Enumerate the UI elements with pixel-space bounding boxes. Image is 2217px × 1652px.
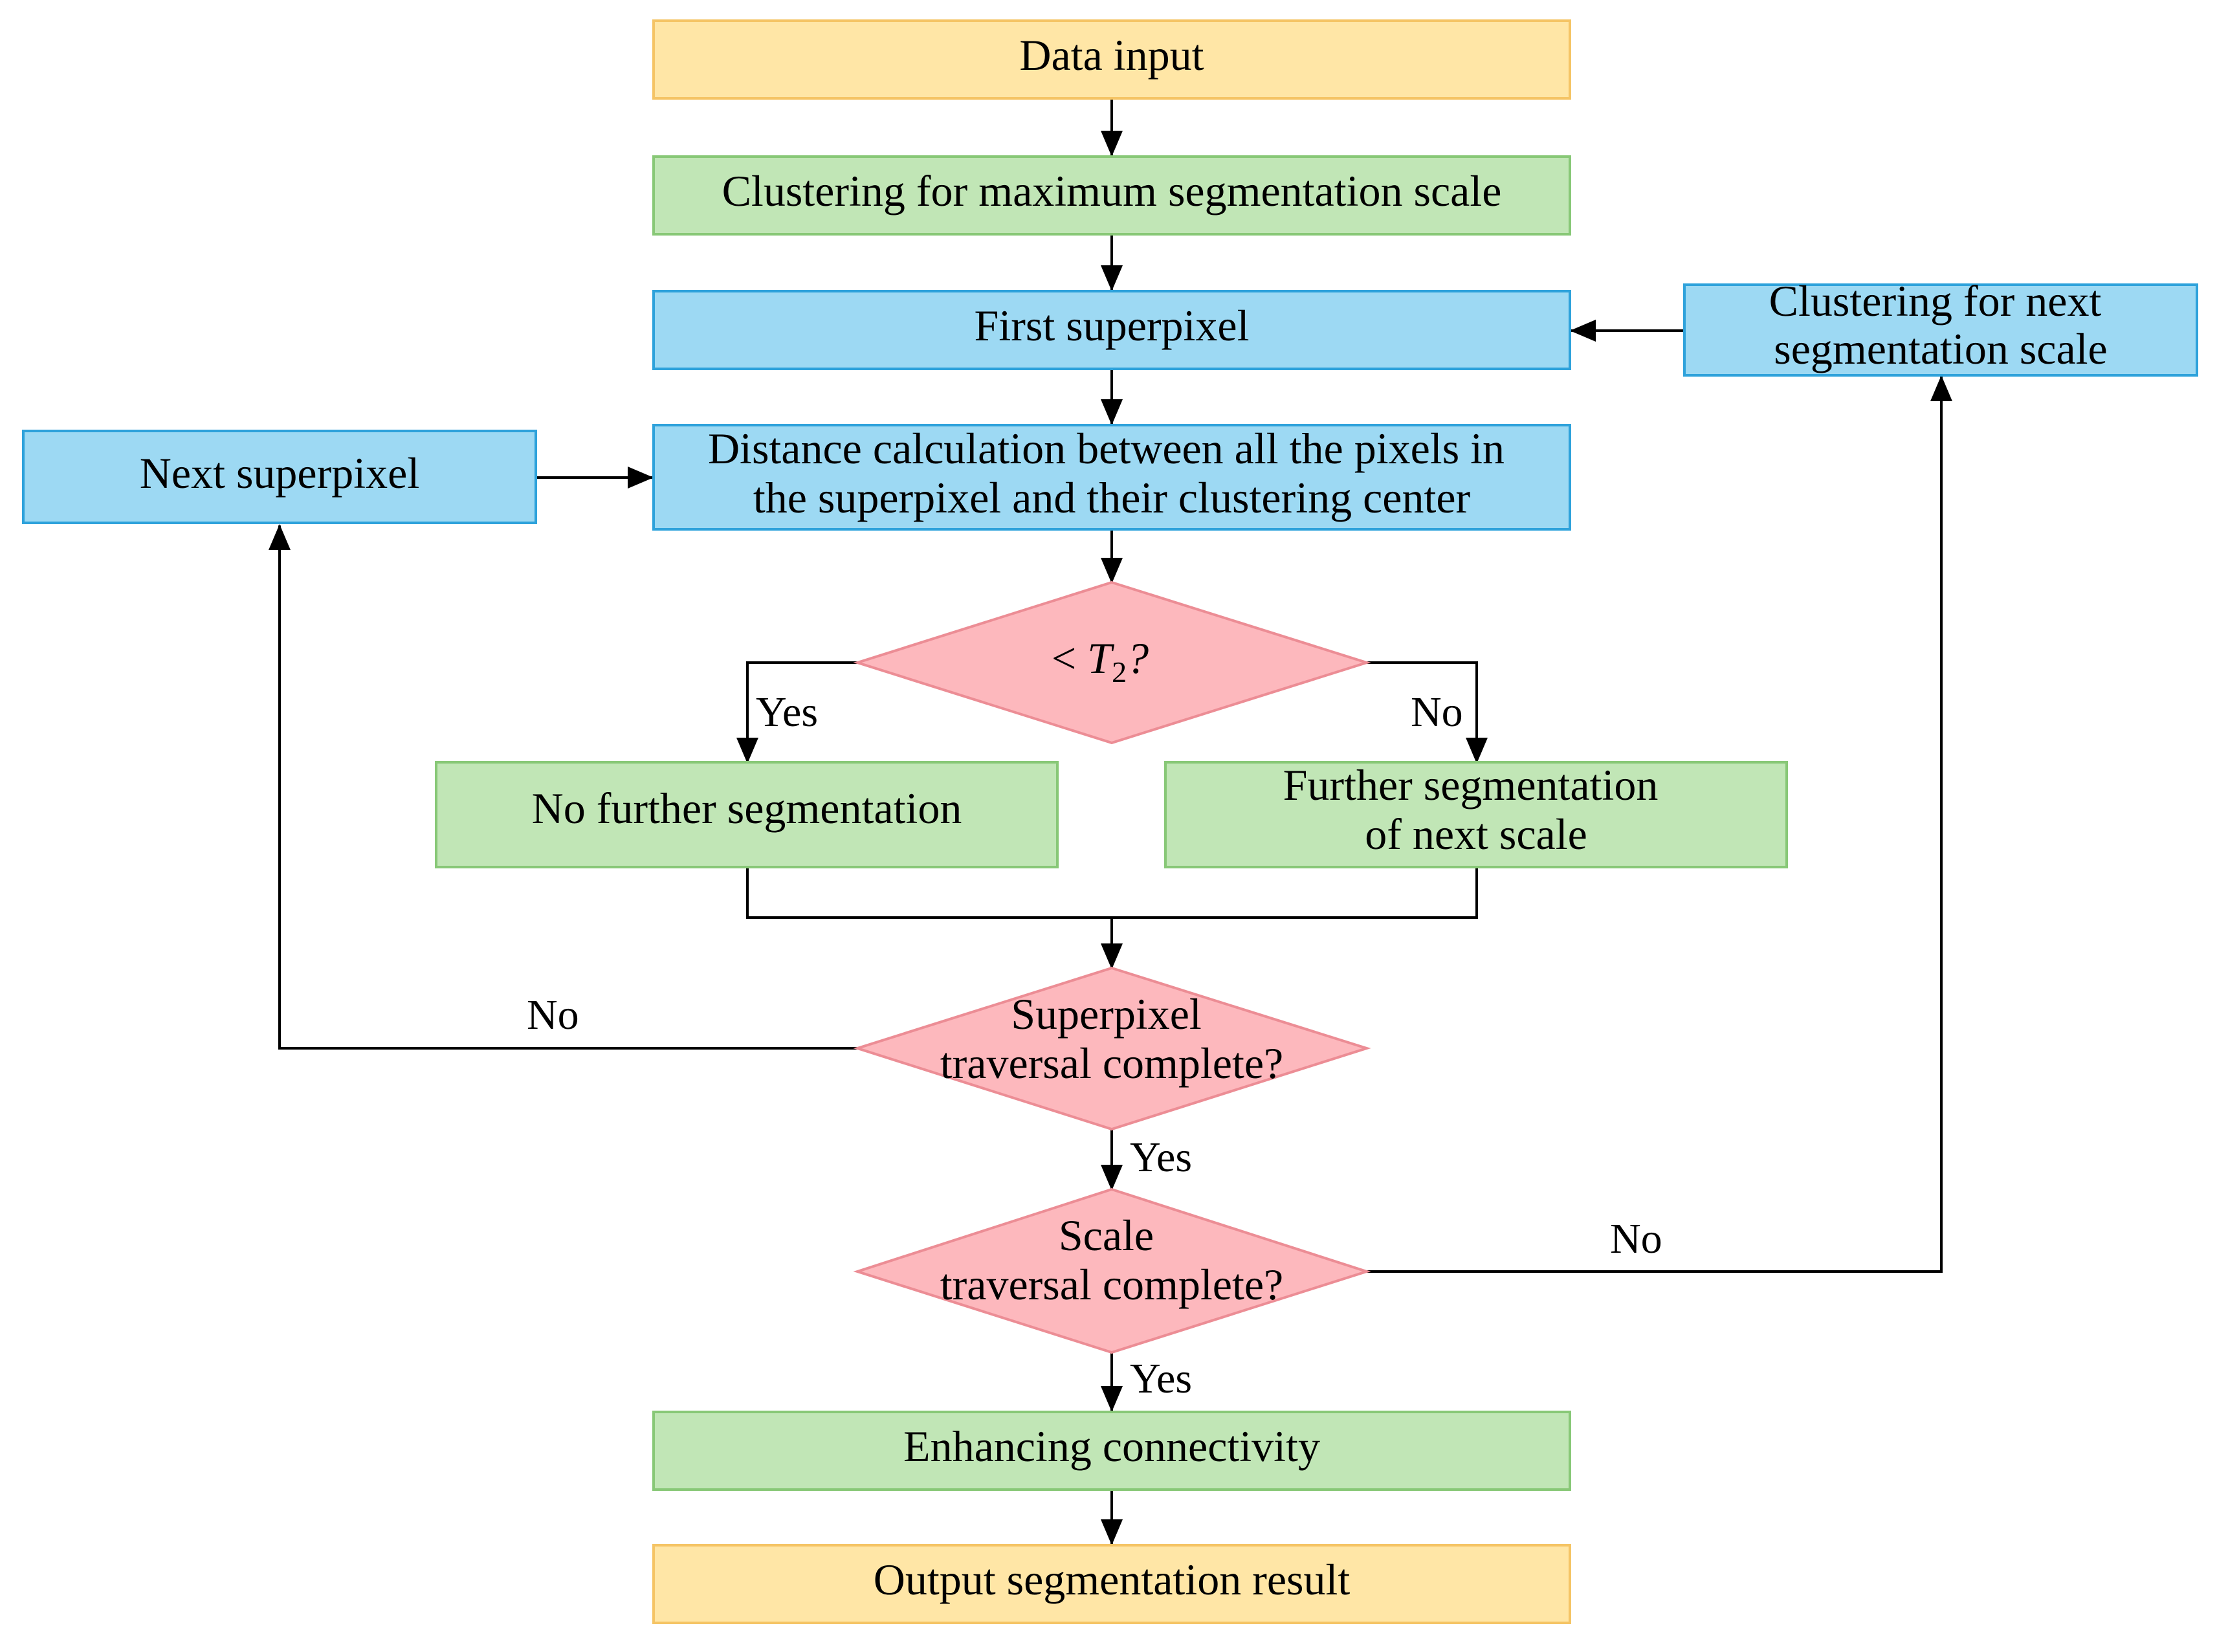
- node-clustering-next: Clustering for next segmentation scale: [1683, 276, 2198, 377]
- process-box: [652, 290, 1571, 370]
- label-line: Clustering for next: [1769, 276, 2102, 325]
- label-line: Scale: [1059, 1211, 1154, 1260]
- decision-diamond: [853, 1187, 1371, 1354]
- label-line: traversal complete?: [940, 1039, 1284, 1088]
- terminal-box: [652, 1544, 1571, 1624]
- t2-subscript: 2: [1112, 655, 1127, 688]
- decision-diamond: [853, 966, 1371, 1131]
- label-line: Superpixel: [1011, 989, 1202, 1039]
- node-label: Clustering for maximum segmentation scal…: [722, 166, 1502, 215]
- edge-label-superpixel-yes: Yes: [1130, 1134, 1192, 1181]
- edge-label-superpixel-no: No: [527, 991, 579, 1039]
- node-output: Output segmentation result: [652, 1544, 1571, 1624]
- edge-label-t2-no: No: [1411, 688, 1463, 736]
- process-box: [22, 430, 537, 524]
- label-line: the superpixel and their clustering cent…: [753, 473, 1471, 522]
- merge-line: [746, 867, 1478, 919]
- process-box: [1164, 761, 1788, 868]
- node-no-further-segmentation: No further segmentation: [435, 761, 1059, 868]
- node-next-superpixel: Next superpixel: [22, 430, 537, 524]
- connectors: [269, 98, 1952, 1545]
- node-enhancing-connectivity: Enhancing connectivity: [652, 1411, 1571, 1491]
- node-first-superpixel: First superpixel: [652, 290, 1571, 370]
- node-label: Data input: [1019, 30, 1204, 80]
- terminal-box: [652, 19, 1571, 100]
- edge-label-scale-yes: Yes: [1130, 1355, 1192, 1402]
- node-label: Output segmentation result: [874, 1555, 1351, 1604]
- decision-label: < T2?: [1052, 633, 1149, 688]
- arrow-scale-no: [1367, 375, 1952, 1273]
- decision-scale-traversal: Scale traversal complete?: [853, 1187, 1371, 1354]
- process-box: [1683, 283, 2198, 377]
- node-label: Clustering for next segmentation scale: [1769, 276, 2113, 373]
- process-box: [652, 155, 1571, 236]
- t2-suffix: ?: [1127, 633, 1149, 683]
- decision-diamond: [853, 580, 1371, 745]
- node-label: Next superpixel: [140, 448, 419, 498]
- arrow-superpixel-no: [269, 524, 857, 1050]
- arrow-t2-no: [1367, 661, 1488, 764]
- node-further-segmentation: Further segmentation of next scale: [1164, 760, 1788, 868]
- arrow-t2-yes: [736, 661, 857, 764]
- edge-label-t2-yes: Yes: [756, 688, 818, 736]
- node-label: Distance calculation between all the pix…: [708, 424, 1516, 522]
- decision-t2: < T2?: [853, 580, 1371, 745]
- decision-label: Superpixel traversal complete?: [940, 989, 1284, 1088]
- node-clustering-max: Clustering for maximum segmentation scal…: [652, 155, 1571, 236]
- process-box: [652, 1411, 1571, 1491]
- label-line: segmentation scale: [1774, 324, 2107, 373]
- t2-variable: T: [1087, 633, 1114, 683]
- process-box: [652, 424, 1571, 531]
- decision-superpixel-traversal: Superpixel traversal complete?: [853, 966, 1371, 1131]
- process-box: [435, 761, 1059, 868]
- edge-label-scale-no: No: [1610, 1215, 1662, 1262]
- node-label: Enhancing connectivity: [903, 1422, 1320, 1471]
- node-data-input: Data input: [652, 19, 1571, 100]
- label-line: Distance calculation between all the pix…: [708, 424, 1505, 473]
- label-line: Further segmentation: [1283, 760, 1659, 809]
- decision-label: Scale traversal complete?: [940, 1211, 1284, 1309]
- label-line: traversal complete?: [940, 1260, 1284, 1309]
- label-line: of next scale: [1365, 809, 1587, 859]
- node-label: No further segmentation: [532, 784, 962, 833]
- t2-prefix: <: [1052, 633, 1087, 683]
- node-label: First superpixel: [975, 301, 1250, 350]
- edge-labels: Yes No No Yes No Yes: [527, 688, 1662, 1402]
- node-label: Further segmentation of next scale: [1283, 760, 1670, 859]
- node-distance-calculation: Distance calculation between all the pix…: [652, 424, 1571, 531]
